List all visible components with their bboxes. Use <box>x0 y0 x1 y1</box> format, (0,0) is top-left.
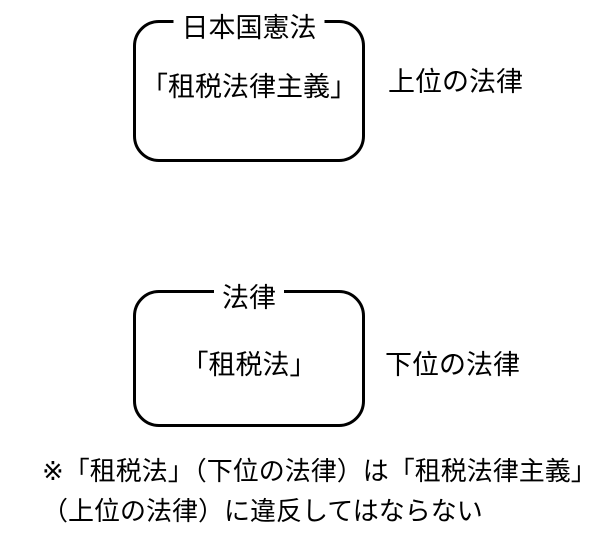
law-box: 法律 「租税法」 <box>133 283 365 427</box>
footnote: ※「租税法」（下位の法律）は「租税法律主義」 （上位の法律）に違反してはならない <box>42 451 597 531</box>
lower-law-side-label: 下位の法律 <box>385 350 520 380</box>
footnote-line-1: ※「租税法」（下位の法律）は「租税法律主義」 <box>42 456 597 486</box>
footnote-line-2: （上位の法律）に違反してはならない <box>42 496 483 526</box>
upper-law-side-label: 上位の法律 <box>388 67 523 97</box>
constitution-box-title: 日本国憲法 <box>173 13 325 43</box>
constitution-box-content: 「租税法律主義」 <box>141 72 357 102</box>
constitution-box: 日本国憲法 「租税法律主義」 <box>133 13 365 162</box>
law-box-content: 「租税法」 <box>181 350 317 380</box>
law-box-title: 法律 <box>214 283 284 313</box>
